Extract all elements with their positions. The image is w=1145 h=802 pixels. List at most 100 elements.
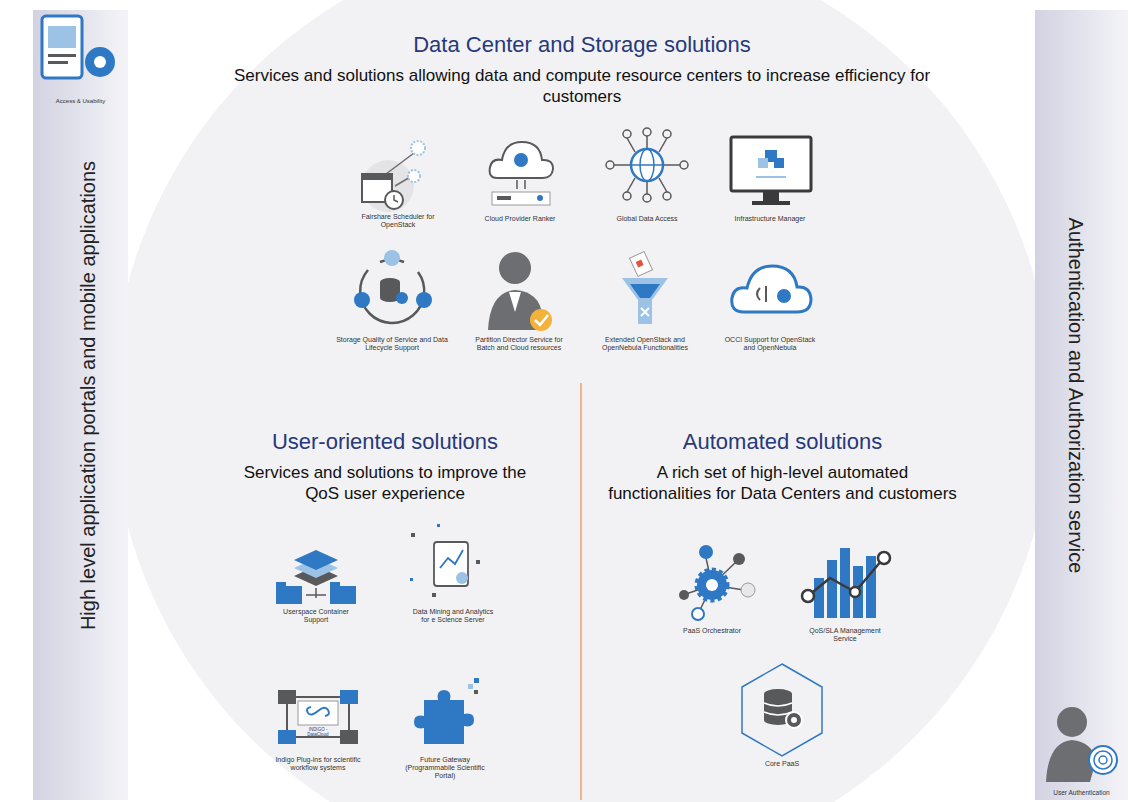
data-mining-icon-part — [410, 578, 413, 581]
band-title: High level application portals and mobil… — [76, 70, 101, 720]
partition-director-icon — [488, 252, 552, 331]
cloud-ranker-icon-part — [514, 153, 528, 167]
indigo-plugins-icon-part — [278, 730, 296, 744]
future-gateway-icon — [414, 678, 479, 744]
paas-orchestrator-icon-part — [686, 558, 744, 610]
icon-caption: Core PaaS — [742, 760, 822, 768]
cloud-ranker-icon — [490, 142, 553, 205]
paas-orchestrator-icon-part — [679, 590, 689, 600]
cloud-ranker-icon-part — [492, 192, 550, 205]
global-data-icon-part — [643, 128, 651, 136]
indigo-plugins-icon-part — [307, 707, 329, 716]
icon-caption: QoS/SLA Management Service — [805, 627, 885, 643]
global-data-icon-part — [614, 164, 631, 166]
partition-director-icon-part — [509, 292, 521, 312]
icon-caption: Access & Usability — [33, 98, 128, 106]
global-data-icon-part — [627, 138, 635, 152]
access-icon-part — [42, 16, 82, 78]
fairshare-icon — [362, 141, 425, 212]
occi-icon — [732, 266, 811, 312]
storage-qos-icon — [354, 250, 432, 323]
infra-manager-icon-part — [731, 137, 811, 191]
infra-manager-icon-part — [756, 176, 786, 178]
icon-caption: Global Data Access — [602, 215, 692, 223]
global-data-icon-part — [623, 192, 631, 200]
indigo-plugins-icon-part — [340, 690, 358, 704]
icon-caption: Future Gateway (Programmabile Scientific… — [397, 756, 493, 780]
icon-caption: User Authentication — [1035, 789, 1128, 797]
indigo-plugins-icon — [278, 690, 358, 744]
section-subtitle: Services and solutions allowing data and… — [202, 65, 962, 108]
user-auth-icon — [1046, 707, 1117, 782]
qos-sla-icon — [802, 548, 890, 618]
userspace-container-icon-part — [306, 588, 326, 598]
global-data-icon-part — [631, 149, 663, 181]
occi-icon-part — [732, 266, 811, 312]
access-icon-part — [48, 26, 76, 48]
section-heading: Data Center and Storage solutions — [182, 31, 982, 59]
icon-caption: Fairshare Scheduler for OpenStack — [358, 213, 438, 229]
indigo-plugins-icon-part — [287, 697, 349, 737]
indigo-plugins-icon-part — [298, 701, 338, 725]
user-auth-icon-part — [1094, 751, 1112, 769]
core-paas-icon-part — [742, 664, 822, 756]
infra-manager-icon — [731, 137, 811, 205]
global-data-icon-part — [663, 192, 671, 200]
icon-caption: Data Mining and Analytics for e Science … — [408, 608, 498, 624]
userspace-container-icon-part — [276, 582, 286, 587]
future-gateway-icon-part — [414, 690, 474, 744]
icon-caption: Userspace Container Support — [276, 608, 356, 624]
paas-orchestrator-icon — [679, 545, 755, 620]
core-paas-icon — [742, 664, 822, 756]
extended-functions-icon-part — [630, 252, 653, 277]
global-data-icon-part — [646, 181, 648, 194]
section-heading: User-oriented solutions — [200, 428, 570, 456]
global-data-icon-part — [659, 178, 667, 192]
global-data-icon-part — [663, 164, 680, 166]
qos-sla-icon-part — [850, 587, 860, 597]
icon-caption: Indigo Plug-ins for scientific workflow … — [272, 756, 364, 772]
qos-sla-icon-part — [866, 556, 876, 618]
userspace-container-icon-part — [276, 586, 302, 604]
fairshare-icon-part — [362, 160, 414, 212]
userspace-container-icon — [276, 550, 356, 604]
paas-orchestrator-icon-part — [733, 553, 745, 565]
qos-sla-icon-part — [878, 552, 890, 564]
partition-director-icon-part — [530, 309, 552, 331]
logo-text: INDIGO - DataCloud — [299, 727, 337, 737]
global-data-icon-part — [643, 194, 651, 202]
solutions-circle: Data Center and Storage solutionsService… — [130, 0, 1035, 802]
fairshare-icon-part — [411, 141, 425, 155]
data-mining-icon-part — [434, 542, 468, 586]
backdrop-circle — [112, 0, 1052, 802]
auth-band — [1035, 10, 1128, 800]
core-paas-icon-part — [791, 717, 797, 723]
paas-orchestrator-icon-part — [699, 545, 713, 559]
data-mining-icon-part — [432, 593, 436, 597]
section-subtitle: A rich set of high-level automated funct… — [605, 462, 960, 505]
user-section: User-oriented solutionsServices and solu… — [200, 428, 570, 798]
global-data-icon-part — [663, 130, 671, 138]
qos-sla-icon-part — [827, 560, 837, 618]
partition-director-icon-part — [499, 252, 531, 284]
indigo-plugins-icon-part — [278, 690, 296, 704]
icon-caption: PaaS Orchestrator — [672, 627, 752, 635]
cloud-ranker-icon-part — [516, 180, 518, 189]
global-data-icon-part — [606, 161, 614, 169]
icon-caption: Partition Director Service for Batch and… — [469, 336, 569, 352]
global-data-icon-part — [627, 178, 635, 192]
global-data-icon — [606, 128, 688, 202]
future-gateway-icon-part — [468, 684, 473, 689]
global-data-icon-part — [680, 161, 688, 169]
fairshare-icon-part — [408, 170, 420, 182]
icon-caption: Extended OpenStack and OpenNebula Functi… — [595, 336, 695, 352]
data-mining-icon — [410, 524, 480, 597]
icon-caption: Storage Quality of Service and Data Life… — [336, 336, 448, 352]
global-data-icon-part — [631, 164, 663, 166]
access-icon-part — [85, 47, 115, 77]
userspace-container-icon-part — [330, 582, 340, 587]
paas-orchestrator-icon-part — [741, 583, 755, 597]
icon-caption: OCCI Support for OpenStack and OpenNebul… — [724, 336, 816, 352]
indigo-plugins-icon-part — [340, 730, 358, 744]
